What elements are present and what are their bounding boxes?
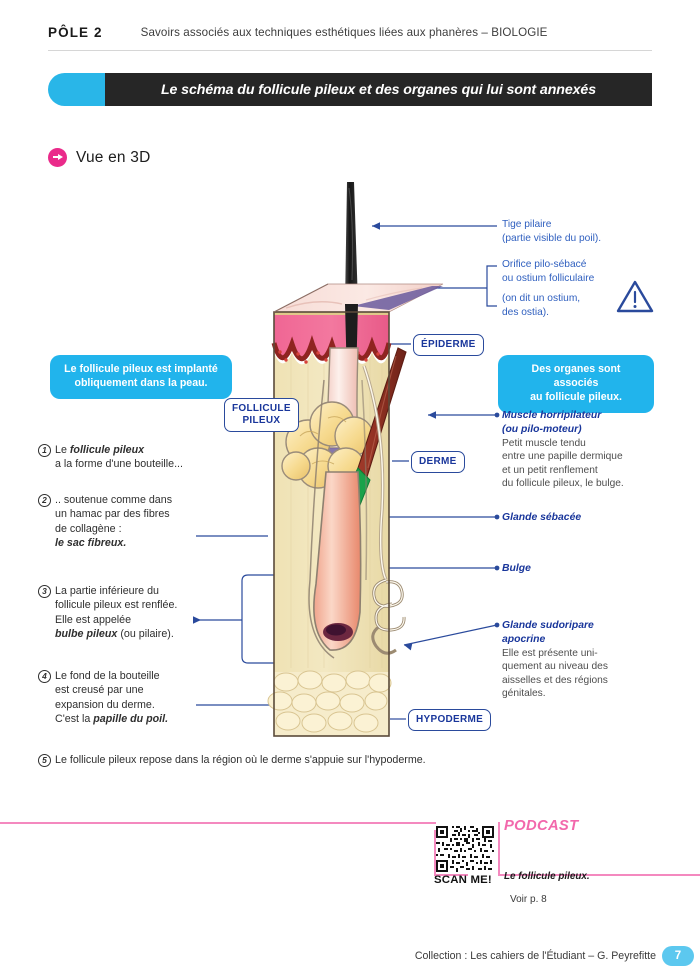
annotation-text-secondary: (on dit un ostium, des ostia). — [502, 293, 581, 318]
list-item-number: 3 — [38, 585, 51, 598]
list-item-text: Le follicule pileux repose dans la régio… — [55, 754, 426, 766]
title-bar-accent — [48, 73, 105, 106]
list-item-text: Le fond de la bouteille est creusé par u… — [55, 670, 169, 726]
podcast-rule-left — [0, 822, 436, 825]
annotation-body: Petit muscle tendu entre une papille der… — [502, 437, 624, 490]
list-item-number: 2 — [38, 494, 51, 507]
qr-frame — [434, 822, 501, 877]
list-item-text: Le follicule pileux a la forme d'une bou… — [55, 444, 183, 471]
annotation-bulge: Bulge — [502, 562, 670, 576]
title-bar-body: Le schéma du follicule pileux et des org… — [105, 73, 652, 106]
infobox-organes-associes: Des organes sont associés au follicule p… — [498, 355, 654, 413]
annotation-glande-sebacee: Glande sébacée — [502, 511, 670, 525]
subsection-heading-label: Vue en 3D — [76, 148, 151, 166]
annotation-title: Bulge — [502, 563, 531, 574]
annotation-text: Tige pilaire (partie visible du poil). — [502, 219, 602, 244]
podcast-rule-right — [498, 874, 700, 877]
list-item: 2 .. soutenue comme dans un hamac par de… — [38, 493, 172, 551]
pole-label: PÔLE 2 — [48, 24, 103, 40]
qr-frame-right-bar — [498, 822, 501, 876]
arrow-right-circle-icon — [48, 148, 67, 167]
annotation-body: Elle est présente uni- quement au niveau… — [502, 647, 608, 700]
scan-me-label: SCAN ME! — [434, 874, 492, 886]
list-item: 3 La partie inférieure du follicule pile… — [38, 584, 177, 642]
list-item-text: .. soutenue comme dans un hamac par des … — [55, 494, 173, 550]
podcast-title: PODCAST — [504, 818, 579, 834]
section-title-text: Le schéma du follicule pileux et des org… — [160, 81, 596, 98]
subsection-heading: Vue en 3D — [48, 148, 150, 167]
podcast-subtitle: Le follicule pileux. — [504, 871, 590, 882]
callout-follicule-pileux: FOLLICULE PILEUX — [224, 398, 299, 432]
callout-epiderme: ÉPIDERME — [413, 334, 484, 356]
qr-frame-bottom-bar — [434, 874, 468, 877]
list-item-text: La partie inférieure du follicule pileux… — [55, 585, 178, 641]
annotation-title: Glande sudoripare apocrine — [502, 620, 594, 645]
qr-frame-left-bar — [434, 830, 437, 876]
list-item-number: 1 — [38, 444, 51, 457]
annotation-glande-sudoripare: Glande sudoripare apocrine Elle est prés… — [502, 619, 670, 701]
annotation-muscle-horripilateur: Muscle horripilateur (ou pilo-moteur) Pe… — [502, 409, 670, 491]
annotation-tige-pilaire: Tige pilaire (partie visible du poil). — [502, 218, 670, 245]
page-number-badge: 7 — [662, 946, 694, 966]
warning-triangle-icon — [616, 280, 654, 313]
list-item: 4 Le fond de la bouteille est creusé par… — [38, 669, 168, 727]
list-item-number: 5 — [38, 754, 51, 767]
infobox-follicule-oblique: Le follicule pileux est implanté oblique… — [50, 355, 232, 399]
header-subtitle: Savoirs associés aux techniques esthétiq… — [140, 25, 548, 39]
podcast-reference: Voir p. 8 — [510, 894, 547, 905]
skin-follicle-diagram — [246, 180, 461, 740]
annotation-title: Muscle horripilateur (ou pilo-moteur) — [502, 410, 602, 435]
list-item-number: 4 — [38, 670, 51, 683]
page-header: PÔLE 2 Savoirs associés aux techniques e… — [0, 14, 700, 50]
header-divider — [48, 50, 652, 51]
annotation-orifice-pilo-sebace: Orifice pilo-sébacé ou ostium folliculai… — [502, 258, 670, 319]
annotation-text-primary: Orifice pilo-sébacé ou ostium folliculai… — [502, 259, 595, 284]
list-item-5: 5 Le follicule pileux repose dans la rég… — [38, 753, 508, 767]
section-title-bar: Le schéma du follicule pileux et des org… — [48, 73, 652, 106]
footer-collection: Collection : Les cahiers de l'Étudiant –… — [414, 950, 656, 962]
callout-derme: DERME — [411, 451, 465, 473]
callout-hypoderme: HYPODERME — [408, 709, 492, 731]
annotation-title: Glande sébacée — [502, 512, 582, 523]
list-item: 1 Le follicule pileux a la forme d'une b… — [38, 443, 183, 472]
qr-code-icon[interactable] — [436, 826, 494, 872]
